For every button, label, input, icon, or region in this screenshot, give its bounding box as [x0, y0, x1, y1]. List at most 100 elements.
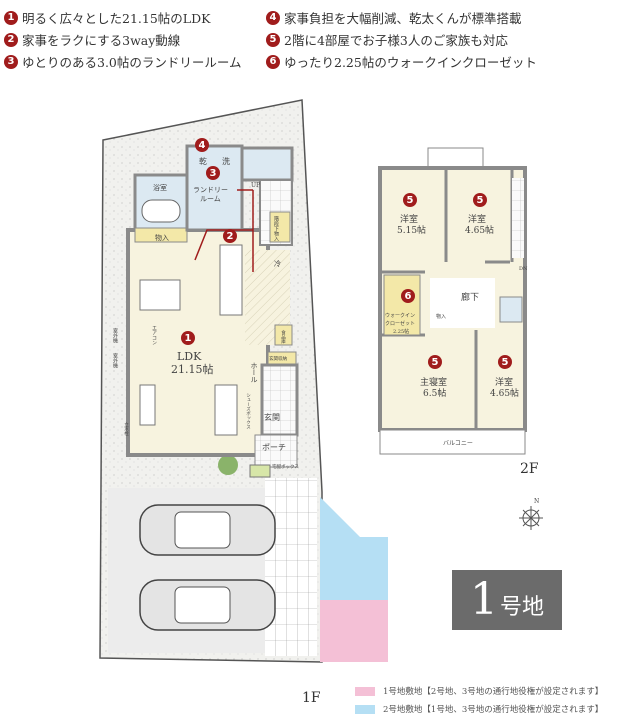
label-dry: 乾 — [199, 156, 207, 166]
label-porch: ポーチ — [262, 443, 286, 452]
marker-5: 5 — [403, 193, 417, 207]
label-wash: 洗 — [222, 156, 230, 166]
label-ldk-size: 21.15帖 — [171, 363, 214, 376]
dining-table — [139, 279, 181, 311]
label-laundry: ランドリー — [193, 186, 228, 194]
label-storage: 物入 — [155, 233, 169, 242]
feature-text: 家事をラクにする3way動線 — [22, 33, 181, 48]
feature-text: 家事負担を大幅削減、乾太くんが標準搭載 — [284, 11, 522, 26]
label-room-c-size: 4.65帖 — [490, 387, 519, 399]
marker-5: 5 — [473, 193, 487, 207]
label-aircon: エアコン — [151, 325, 157, 345]
label-bath: 浴室 — [153, 183, 167, 192]
bathtub — [141, 199, 181, 223]
label-up: UP — [251, 182, 260, 189]
tv-stand — [139, 384, 156, 426]
toilet — [240, 146, 294, 182]
feature-5: 5 2階に4部屋でお子様3人のご家族も対応 — [266, 30, 508, 49]
floor-2-label: 2F — [520, 461, 539, 477]
label-room-c: 洋室 — [495, 376, 513, 388]
shrub — [218, 455, 238, 475]
label-balcony: バルコニー — [443, 440, 473, 447]
label-room-a-size: 5.15帖 — [397, 224, 426, 236]
stairs-2f — [512, 178, 524, 258]
laundry-room — [185, 144, 244, 232]
marker-5: 5 — [428, 355, 442, 369]
bottom-balcony — [379, 429, 526, 455]
marker-4: 4 — [195, 138, 209, 152]
label-wic-2: クローゼット — [385, 320, 415, 327]
feature-text: ゆとりのある3.0帖のランドリールーム — [22, 55, 242, 70]
easement-blue — [320, 497, 388, 600]
feature-1: 1 明るく広々とした21.15帖のLDK — [4, 8, 210, 27]
label-shoebox: シューズボックス — [246, 393, 251, 429]
label-outdoor-unit: 室外機 — [112, 352, 118, 369]
storage-1f — [134, 227, 188, 243]
label-master: 主寝室 — [420, 376, 447, 388]
hallway-2f — [430, 278, 495, 328]
label-wic: ウォークイン — [385, 312, 415, 319]
feature-6: 6 ゆったり2.25帖のウォークインクローゼット — [266, 52, 537, 71]
marker-5: 5 — [498, 355, 512, 369]
kitchen-island — [219, 244, 243, 316]
car-icon — [139, 579, 276, 631]
pantry — [274, 324, 293, 346]
badge-1: 1 — [4, 10, 18, 25]
wic — [383, 274, 421, 336]
label-room-a: 洋室 — [400, 213, 418, 225]
label-ldk: LDK — [177, 350, 202, 363]
entrance-hall — [260, 363, 299, 437]
marker-6: 6 — [401, 289, 415, 303]
label-fridge: 冷 — [274, 259, 281, 268]
label-hall: ホール — [250, 362, 258, 383]
feature-text: 明るく広々とした21.15帖のLDK — [22, 11, 211, 26]
car-icon — [139, 504, 276, 556]
under-stair-storage — [269, 211, 291, 243]
badge-5: 5 — [266, 32, 280, 47]
label-laundry-2: ルーム — [200, 195, 221, 203]
badge-2: 2 — [4, 32, 18, 47]
label-wic-size: 2.25帖 — [393, 328, 409, 335]
marker-2: 2 — [223, 229, 237, 243]
lot-text: 号地 — [499, 595, 544, 620]
feature-2: 2 家事をラクにする3way動線 — [4, 30, 180, 49]
legend-text: 2号地敷地【1号地、3号地の通行地役権が設定されます】 — [383, 705, 604, 715]
badge-4: 4 — [266, 10, 280, 25]
3way-route-arrows — [194, 189, 254, 272]
legend-swatch-pink — [355, 686, 375, 696]
label-faucet: 立水栓 — [124, 421, 129, 437]
label-master-size: 6.5帖 — [423, 387, 446, 399]
feature-text: 2階に4部屋でお子様3人のご家族も対応 — [284, 33, 508, 48]
marker-3: 3 — [206, 166, 220, 180]
label-under-stair: 階段下物入 — [273, 215, 279, 241]
porch — [254, 434, 298, 468]
feature-4: 4 家事負担を大幅削減、乾太くんが標準搭載 — [266, 8, 522, 27]
label-pantry: 食品庫 — [281, 329, 286, 345]
label-down: DN — [519, 266, 528, 272]
walkway-paving — [265, 478, 317, 656]
label-entrance: 玄関 — [264, 412, 280, 422]
feature-text: ゆったり2.25帖のウォークインクローゼット — [284, 55, 537, 70]
label-storage-2f: 物入 — [436, 313, 446, 320]
lot-number-badge: 1 号地 — [452, 570, 562, 630]
delivery-box — [249, 464, 271, 478]
feature-3: 3 ゆとりのある3.0帖のランドリールーム — [4, 52, 242, 71]
sofa — [214, 384, 238, 436]
label-room-b-size: 4.65帖 — [465, 224, 494, 236]
legend-text: 1号地敷地【2号地、3号地の通行地役権が設定されます】 — [383, 687, 604, 697]
badge-3: 3 — [4, 54, 18, 69]
marker-1: 1 — [181, 331, 195, 345]
label-hallway: 廊下 — [461, 291, 479, 303]
compass-icon — [519, 506, 543, 530]
label-outdoor-unit: 室外機 — [112, 327, 118, 344]
label-delivery-box: 宅配ボックス — [272, 463, 299, 470]
easement-pink — [320, 600, 388, 662]
label-entry-storage: 玄関収納 — [269, 355, 287, 362]
badge-6: 6 — [266, 54, 280, 69]
floor-1-label: 1F — [302, 690, 321, 706]
compass-north: N — [534, 498, 539, 505]
legend-item-lot1: 1号地敷地【2号地、3号地の通行地役権が設定されます】 — [355, 685, 603, 697]
legend-item-lot2: 2号地敷地【1号地、3号地の通行地役権が設定されます】 — [355, 703, 603, 715]
